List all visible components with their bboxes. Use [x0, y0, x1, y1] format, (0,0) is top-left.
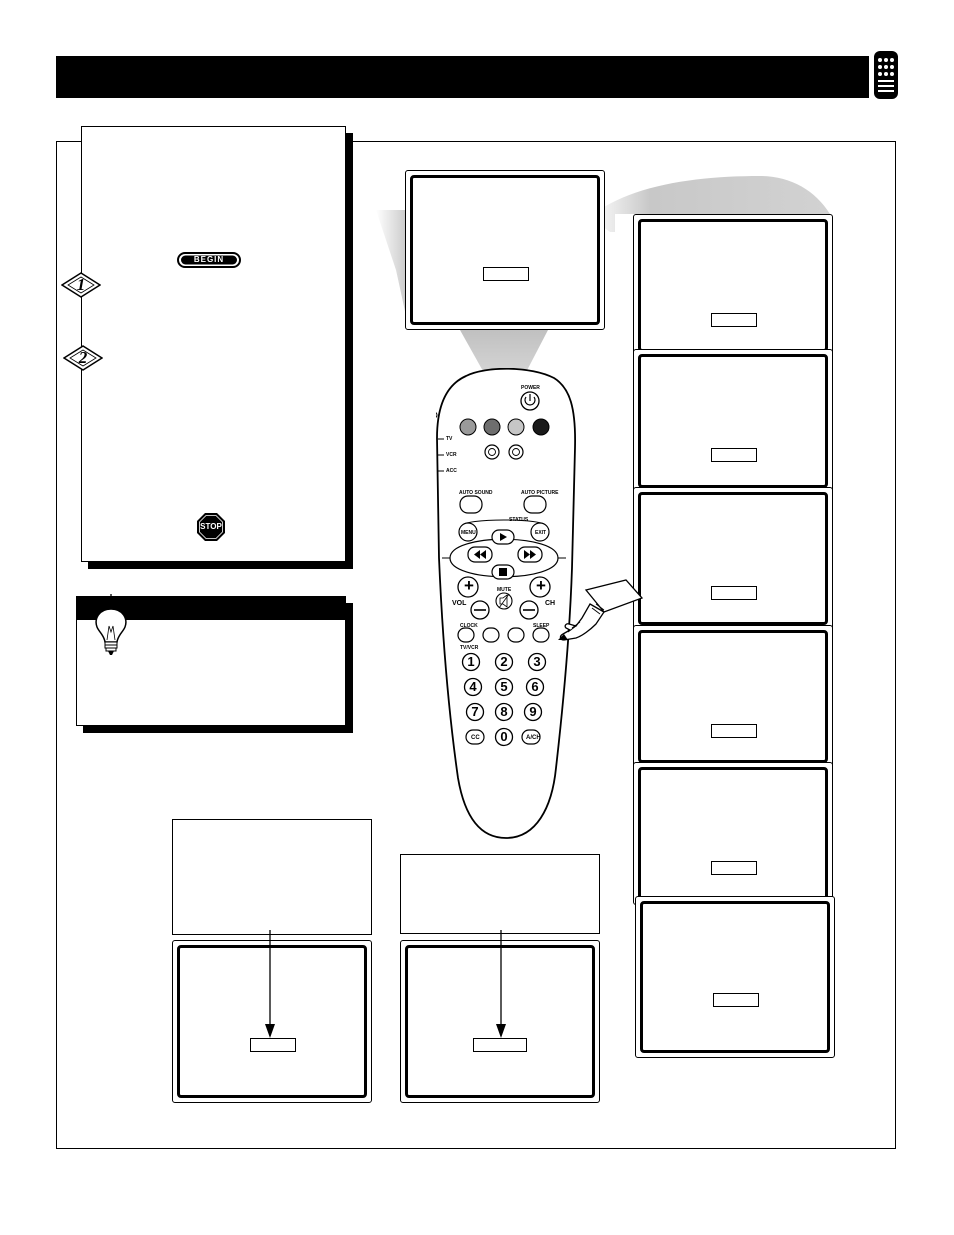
menu-label: MENU: [461, 530, 476, 536]
cc-label: CC: [471, 735, 480, 741]
status-label: STATUS: [509, 517, 529, 523]
begin-badge: [177, 252, 241, 268]
ach-label: A/CH: [526, 735, 541, 741]
digit-3: 3: [533, 654, 541, 669]
remote-control: [436, 368, 576, 839]
clock-label: CLOCK: [460, 623, 478, 629]
sleep-label: SLEEP: [533, 623, 550, 629]
arrow-middle: [496, 930, 506, 1038]
tv-screen-right-5: [633, 762, 833, 905]
screen-label: [711, 586, 757, 600]
tv-screen-bottom-middle: [400, 940, 600, 1103]
screen-label: [473, 1038, 527, 1052]
exit-label: EXIT: [535, 530, 547, 536]
title-bar: [56, 56, 869, 98]
stop-sign-icon: [197, 513, 225, 541]
tv-screen-right-4: [633, 625, 833, 768]
auto-sound-label: AUTO SOUND: [459, 490, 493, 496]
tv-screen-right-1: [633, 214, 833, 357]
ch-label: CH: [545, 600, 556, 607]
digit-2: 2: [500, 654, 508, 669]
arrow-left: [265, 930, 275, 1038]
tv-screen-bottom-left: [172, 940, 372, 1103]
tv-screen-right-6: [635, 896, 835, 1058]
stop-label: STOP: [200, 522, 222, 531]
vol-label: VOL: [452, 600, 467, 607]
screen-label: [711, 861, 757, 875]
screen-label: [711, 448, 757, 462]
tv-screen-right-2: [633, 349, 833, 493]
step-2-diamond: [63, 345, 103, 371]
power-label: POWER: [521, 385, 540, 391]
digit-9: 9: [529, 704, 537, 719]
tvvcr-label: TV/VCR: [460, 645, 479, 651]
lightbulb-icon: [84, 594, 138, 655]
digit-6: 6: [531, 679, 539, 694]
mode-tv-label: TV: [446, 436, 453, 442]
tv-screen-right-3: [633, 487, 833, 630]
digit-7: 7: [471, 704, 479, 719]
main-frame: [56, 141, 896, 1149]
step-1-number: 1: [76, 275, 86, 294]
arc-beam: [590, 176, 830, 232]
screen-label: [250, 1038, 296, 1052]
digit-8: 8: [500, 704, 508, 719]
hand-pointer-icon: [558, 579, 644, 641]
callout-box-left: [172, 819, 372, 935]
digit-1: 1: [467, 654, 475, 669]
screen-label: [711, 313, 757, 327]
digit-4: 4: [469, 679, 477, 694]
mute-label: MUTE: [497, 587, 512, 593]
step-2-number: 2: [78, 348, 88, 367]
screen-label: [483, 267, 529, 281]
screen-label: [713, 993, 759, 1007]
digit-5: 5: [500, 679, 508, 694]
instructions-box: [81, 126, 346, 562]
step-1-diamond: [61, 272, 101, 298]
screen-label: [711, 724, 757, 738]
callout-box-middle: [400, 854, 600, 934]
remote-icon: [874, 51, 898, 99]
ch-plus-label: +: [536, 576, 546, 595]
auto-picture-label: AUTO PICTURE: [521, 490, 559, 496]
mode-acc-label: ACC: [446, 468, 457, 474]
vol-plus-label: +: [464, 576, 474, 595]
screen-glow: [376, 210, 548, 380]
tv-screen-top: [405, 170, 605, 330]
digit-0: 0: [500, 729, 508, 744]
mode-vcr-label: VCR: [446, 452, 457, 458]
begin-label: BEGIN: [193, 255, 225, 264]
